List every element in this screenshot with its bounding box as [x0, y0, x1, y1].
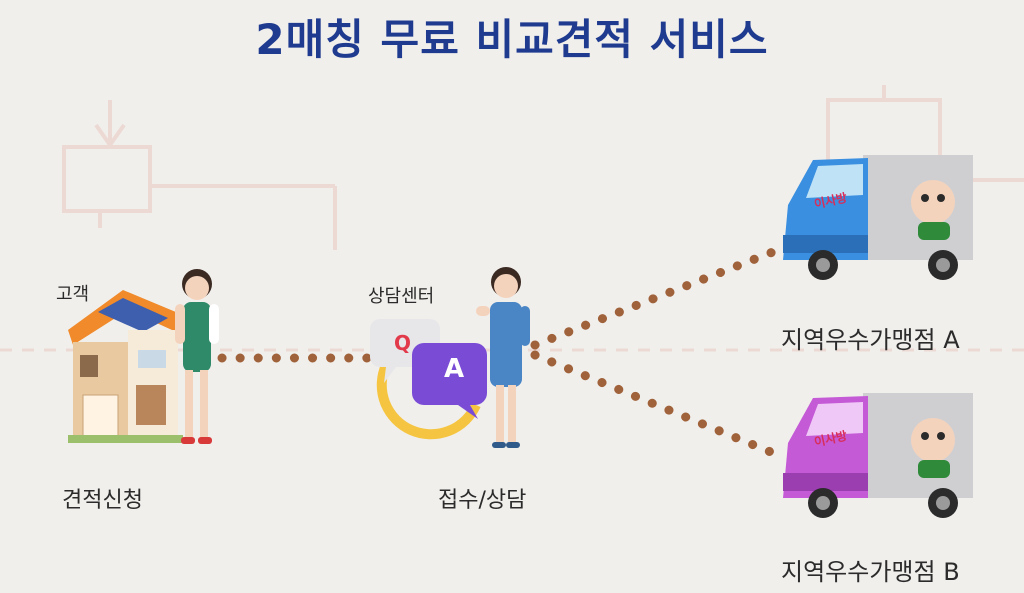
connector-center-store-b: [530, 350, 783, 460]
center-caption: 접수/상담: [438, 488, 527, 513]
answer-bubble: [412, 343, 487, 405]
question-letter: Q: [394, 331, 412, 355]
customer-tag: 고객: [56, 284, 90, 305]
answer-letter: A: [444, 354, 465, 384]
truck-b: [783, 393, 973, 518]
tv-icon: [62, 145, 152, 213]
consultant-person: [476, 267, 530, 448]
store-a-name: 지역우수가맹점 A: [781, 326, 960, 354]
truck-a: [783, 155, 973, 280]
connector-center-store-a: [530, 245, 783, 350]
page-title: 2매칭 무료 비교견적 서비스: [255, 15, 769, 64]
qa-bubbles: [370, 319, 487, 440]
customer-caption: 견적신청: [62, 488, 143, 513]
house-illustration: [68, 290, 183, 443]
center-tag: 상담센터: [368, 286, 435, 307]
customer-person: [175, 269, 219, 444]
store-b-name: 지역우수가맹점 B: [781, 558, 960, 586]
